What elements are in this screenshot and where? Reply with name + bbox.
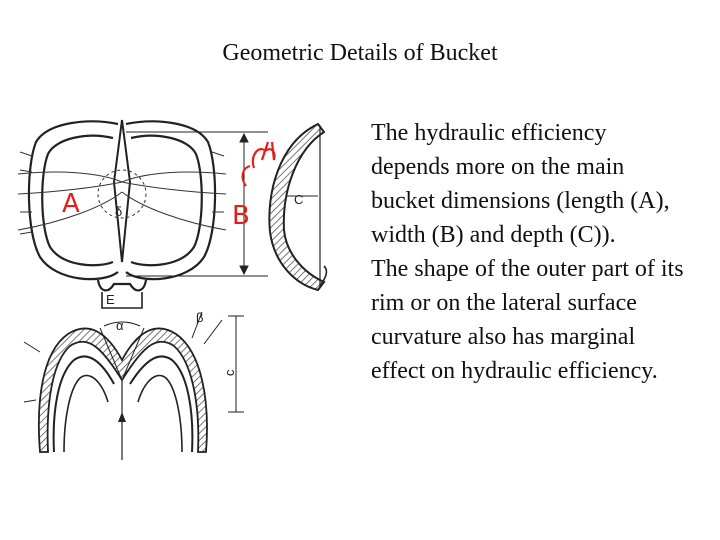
handwritten-mark [251, 141, 276, 169]
label-delta: δ [115, 204, 122, 219]
handwritten-label-b: B [232, 201, 250, 231]
paragraph-1: The hydraulic efficiency depends more on… [371, 120, 670, 248]
bucket-top-view [27, 119, 217, 309]
handwritten-label-a: A [62, 189, 80, 219]
dimension-b [126, 131, 268, 277]
paragraph-2: The shape of the outer part of its rim o… [371, 256, 684, 384]
handwritten-stroke [241, 165, 251, 187]
bucket-section-view [23, 311, 244, 460]
slide-title: Geometric Details of Bucket [222, 40, 498, 66]
flow-lines [18, 151, 227, 235]
label-c-lower: c [222, 369, 237, 376]
label-beta: β [196, 310, 203, 325]
label-c: C [294, 192, 303, 207]
label-alpha: α [116, 318, 124, 333]
bucket-diagram-svg: δ C E α β c A B [18, 119, 328, 460]
bucket-side-view [268, 122, 328, 292]
bucket-diagram: δ C E α β c A B [18, 112, 358, 462]
label-e: E [106, 292, 115, 307]
body-text: The hydraulic efficiency depends more on… [371, 116, 691, 388]
